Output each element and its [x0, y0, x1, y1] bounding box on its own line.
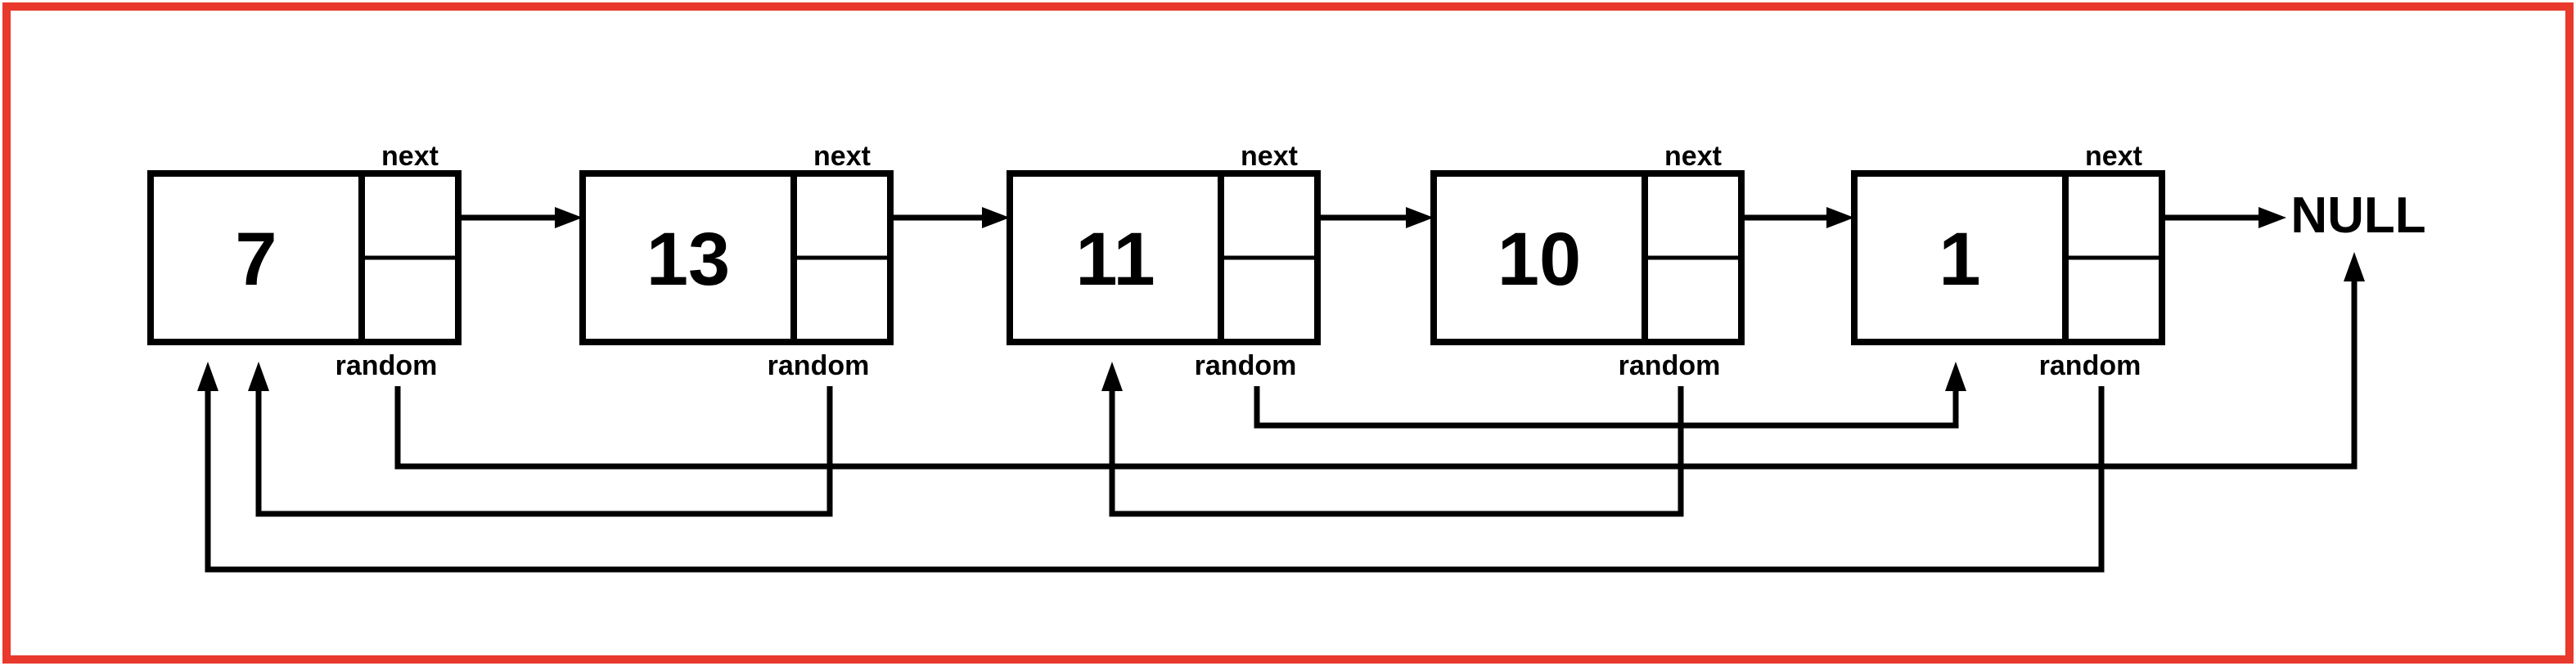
next-label: next	[1664, 141, 1722, 172]
node-3: 10 next random	[1430, 141, 1745, 381]
random-label: random	[1619, 350, 1721, 381]
random-arrow-7-to-null	[394, 252, 2365, 470]
next-label: next	[381, 141, 439, 172]
random-label: random	[1195, 350, 1297, 381]
next-arrow-11-to-10	[1317, 207, 1434, 228]
node-0: 7 next random	[147, 141, 462, 381]
random-arrow-11-to-1	[1254, 362, 1966, 429]
next-arrow-7-to-13	[458, 207, 583, 228]
next-arrow-1-to-null	[2162, 207, 2286, 228]
node-4: 1 next random	[1851, 141, 2165, 381]
arrowhead	[1826, 207, 1854, 228]
arrow-shaft	[205, 386, 2105, 573]
node-2: 11 next random	[1007, 141, 1321, 381]
node-value: 1	[1939, 218, 1980, 301]
random-arrow-1-to-7	[197, 362, 2105, 573]
arrowhead	[248, 362, 269, 391]
arrowhead	[1406, 207, 1434, 228]
random-label: random	[336, 350, 438, 381]
next-arrow-10-to-1	[1741, 207, 1854, 228]
node-value: 13	[646, 218, 730, 301]
arrowhead	[2344, 252, 2365, 281]
node-value: 11	[1075, 218, 1155, 301]
next-label: next	[813, 141, 871, 172]
next-label: next	[2085, 141, 2142, 172]
arrow-shaft	[394, 281, 2358, 470]
next-arrow-13-to-11	[890, 207, 1010, 228]
arrow-shaft	[1109, 386, 1684, 517]
arrow-shaft	[1254, 386, 1959, 429]
node-1: 13 next random	[579, 141, 894, 381]
arrowhead	[1101, 362, 1123, 391]
null-terminal: NULL	[2290, 187, 2425, 244]
arrowhead	[555, 207, 583, 228]
random-arrow-10-to-11	[1101, 362, 1684, 517]
random-arrow-13-to-7	[248, 362, 833, 517]
node-value: 7	[235, 218, 277, 301]
random-label: random	[2039, 350, 2141, 381]
arrowhead	[2259, 207, 2286, 228]
random-label: random	[768, 350, 870, 381]
arrow-shaft	[255, 386, 833, 517]
arrowhead	[197, 362, 218, 391]
node-value: 10	[1497, 218, 1581, 301]
next-label: next	[1241, 141, 1298, 172]
arrowhead	[1945, 362, 1966, 391]
arrowhead	[982, 207, 1010, 228]
